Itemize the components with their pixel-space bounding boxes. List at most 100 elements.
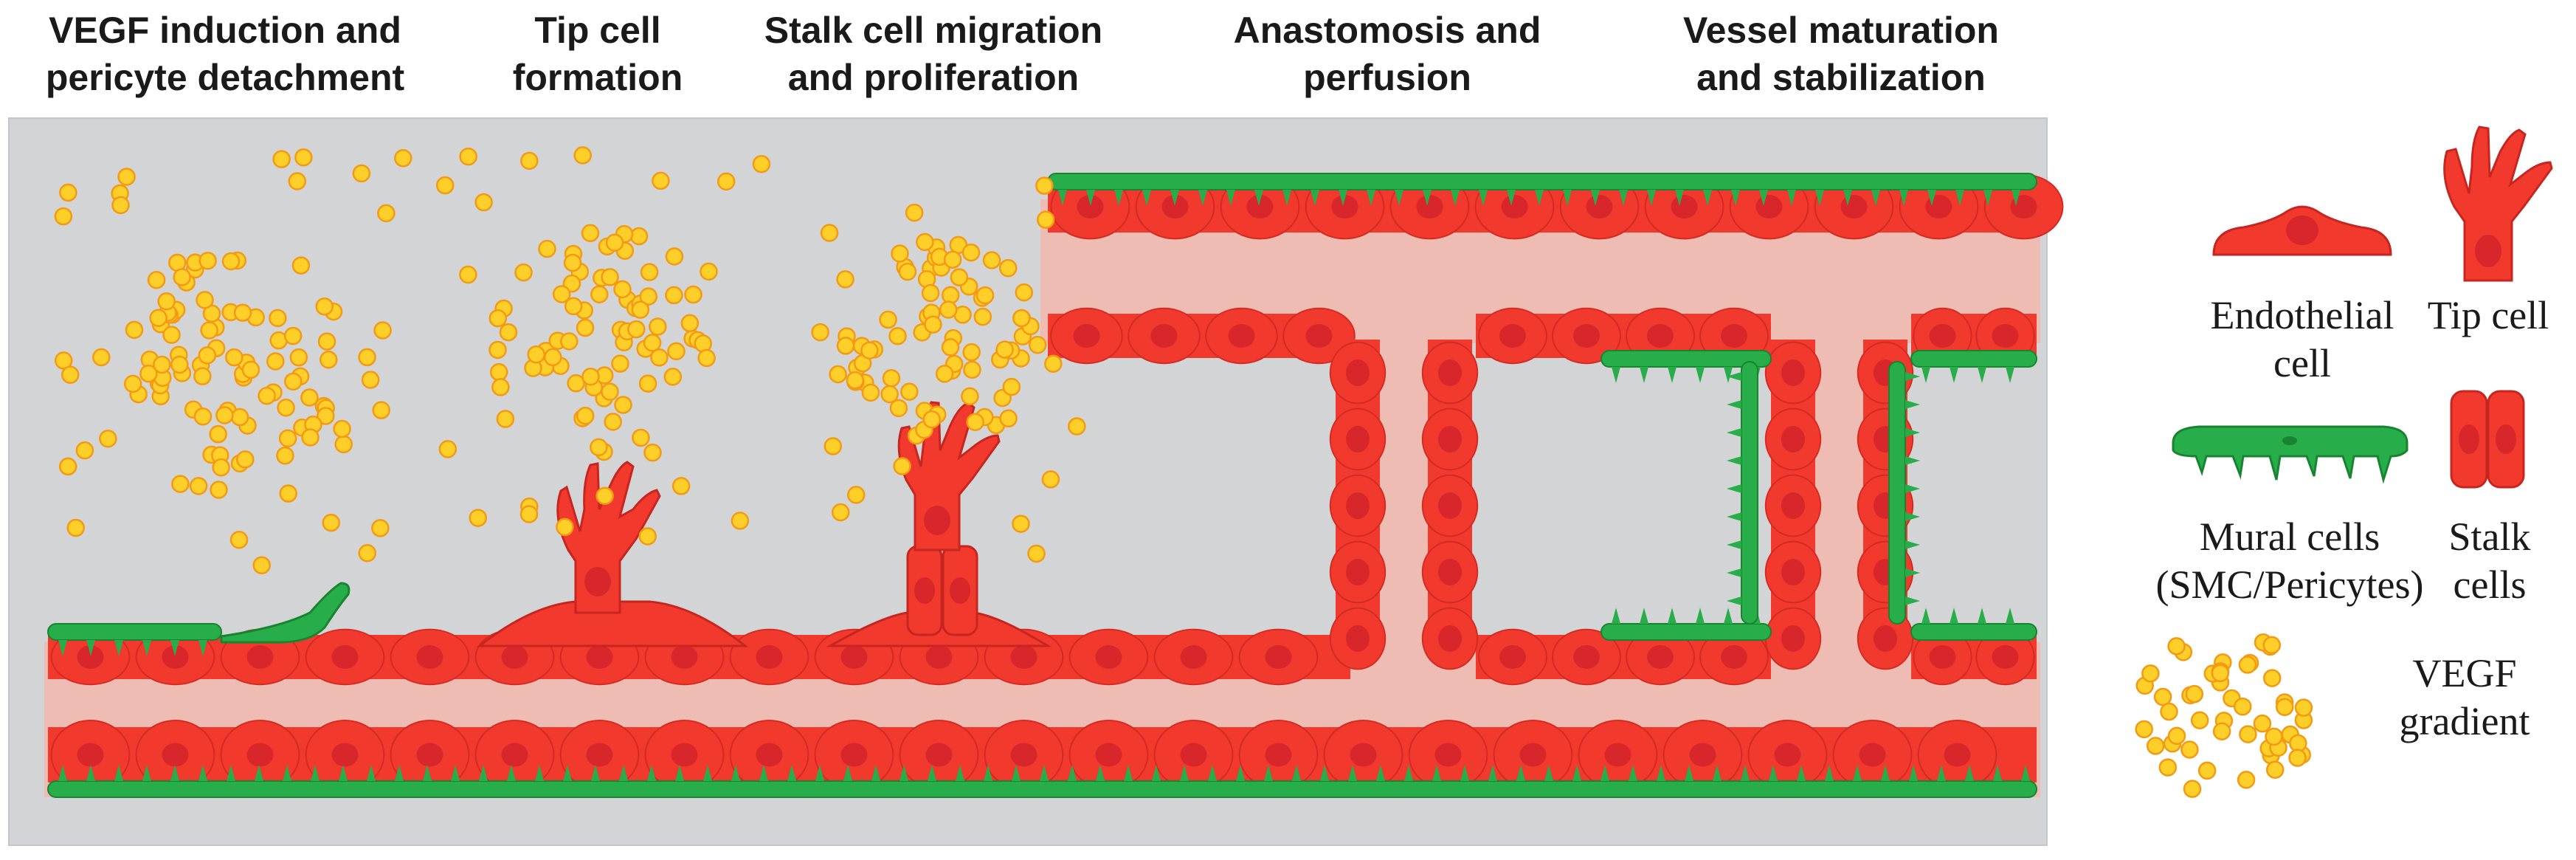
mural-process xyxy=(1657,765,1665,781)
vegf-dot xyxy=(939,300,958,319)
vegf-dot xyxy=(514,263,533,282)
mural-process xyxy=(86,765,95,781)
mural-process xyxy=(339,765,348,781)
sprout-base-stage-2 xyxy=(476,600,749,647)
vegf-dot xyxy=(631,300,650,319)
endothelial-nucleus xyxy=(1499,324,1526,348)
vegf-dot xyxy=(315,297,334,316)
vegf-dot xyxy=(2288,749,2307,767)
vegf-dot xyxy=(1036,210,1055,229)
mural-process xyxy=(1114,190,1123,206)
vegf-dot xyxy=(1002,377,1021,396)
endothelial-nucleus xyxy=(2286,216,2318,245)
stage-2-title-line1: Tip cell xyxy=(534,10,660,51)
vegf-dot xyxy=(54,351,73,370)
mural-process xyxy=(1640,608,1648,624)
vegf-dot xyxy=(891,244,909,263)
vegf-dot xyxy=(334,435,353,454)
stage-4-title-line1: Anastomosis and xyxy=(1234,10,1541,51)
vegf-dot xyxy=(731,512,750,530)
vegf-dot xyxy=(1028,335,1047,354)
mural-process xyxy=(1226,190,1235,206)
mural-process xyxy=(1696,367,1705,383)
mural-process xyxy=(1937,765,1946,781)
stage-1-title-line1: VEGF induction and xyxy=(49,10,401,51)
mural-process xyxy=(1905,372,1920,381)
mural-cell xyxy=(1910,623,2037,641)
endothelial-nucleus xyxy=(925,645,953,669)
vegf-dot xyxy=(941,286,960,305)
vegf-dot xyxy=(900,382,919,401)
vegf-dot xyxy=(538,239,556,258)
vegf-dot xyxy=(358,348,376,367)
mural-process xyxy=(1404,765,1413,781)
legend-stalk-line1: Stalk xyxy=(2448,515,2530,559)
mural-process xyxy=(1012,765,1021,781)
mural-cell xyxy=(47,623,222,641)
vegf-dot xyxy=(752,154,771,173)
mural-process xyxy=(170,640,179,656)
mural-process xyxy=(1311,190,1319,206)
mural-process xyxy=(1096,765,1105,781)
endothelial-nucleus xyxy=(1228,324,1255,348)
stalk-nucleus-right xyxy=(950,577,970,604)
vegf-dot xyxy=(198,251,217,270)
vegf-dot xyxy=(716,172,736,191)
mural-process xyxy=(1640,367,1648,383)
mural-process xyxy=(58,640,67,656)
vegf-dot xyxy=(543,348,562,367)
mural-process xyxy=(1198,190,1207,206)
mural-process xyxy=(1572,765,1581,781)
vegf-dot xyxy=(601,382,619,401)
vegf-dot xyxy=(198,346,217,365)
mural-process xyxy=(619,765,628,781)
vegf-dot xyxy=(2167,637,2186,656)
mural-process xyxy=(1921,367,1930,383)
legend-stalk: Stalk cells xyxy=(2448,390,2531,607)
vegf-dot xyxy=(225,348,244,367)
vegf-dot xyxy=(1041,470,1060,489)
vegf-dot xyxy=(700,262,718,281)
mural-process xyxy=(1727,596,1741,605)
mural-process xyxy=(1950,608,1958,624)
mural-process xyxy=(1727,568,1741,577)
vegf-dot xyxy=(605,233,624,252)
stage-titles: VEGF induction and pericyte detachment T… xyxy=(46,10,1999,98)
vegf-dot xyxy=(2197,761,2217,780)
stage-5-title-line2: and stabilization xyxy=(1696,57,1986,98)
vegf-dot xyxy=(272,150,291,168)
mural-process xyxy=(1965,765,1974,781)
legend-tip: Tip cell xyxy=(2428,125,2553,337)
vegf-dot xyxy=(1044,354,1063,373)
endothelial-nucleus xyxy=(331,645,359,669)
endothelial-nucleus xyxy=(1501,195,1528,219)
mural-process xyxy=(1905,512,1920,521)
vegf-dot xyxy=(632,428,650,447)
endothelial-nucleus xyxy=(1438,426,1462,453)
vegf-dot xyxy=(935,365,954,383)
vegf-dot xyxy=(649,317,667,336)
vegf-dot xyxy=(221,252,241,271)
vegf-dot xyxy=(680,314,700,333)
endothelial-nucleus xyxy=(1073,324,1100,348)
vegf-dot xyxy=(639,287,658,306)
endothelial-nucleus xyxy=(1180,743,1207,767)
vegf-dot xyxy=(125,320,144,340)
mural-process xyxy=(1395,190,1403,206)
mural-process xyxy=(114,640,123,656)
mural-process xyxy=(1236,765,1245,781)
mural-process xyxy=(1759,190,1768,206)
endothelial-nucleus xyxy=(756,645,783,669)
vegf-dot xyxy=(2185,684,2204,704)
vegf-dot xyxy=(638,527,657,546)
vegf-dot xyxy=(999,409,1018,428)
endothelial-cells xyxy=(48,173,2064,790)
vegf-dot xyxy=(320,351,338,369)
sprout-stage-2 xyxy=(476,461,749,647)
vegf-dot xyxy=(2153,687,2172,706)
stage-4-title-line2: perfusion xyxy=(1303,57,1471,98)
vegf-dot xyxy=(229,530,249,549)
endothelial-nucleus xyxy=(1161,195,1189,219)
vegf-dot xyxy=(905,203,924,222)
vegf-dot xyxy=(829,365,847,384)
